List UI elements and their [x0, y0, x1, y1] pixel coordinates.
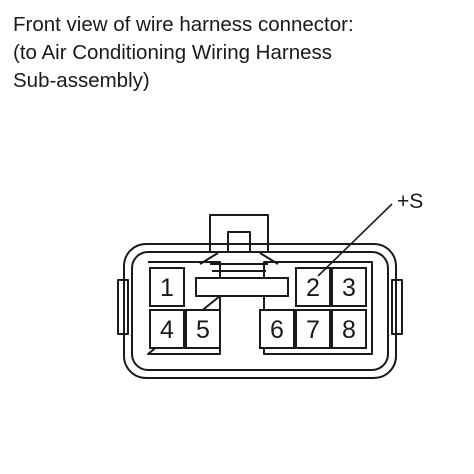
pin-4-cell	[149, 309, 185, 349]
pin-7-label: 7	[306, 316, 320, 344]
pin-4-label: 4	[160, 316, 174, 344]
pin-3-label: 3	[342, 274, 356, 302]
pin-1-cell	[149, 267, 185, 307]
keying-tab	[195, 277, 289, 297]
diagram-caption: Front view of wire harness connector: (t…	[13, 11, 354, 95]
lock-latch-window	[227, 231, 251, 253]
pin-7-cell	[295, 309, 331, 349]
pin-8-cell	[331, 309, 367, 349]
pin-3-cell	[331, 267, 367, 307]
pin-2-label: 2	[306, 274, 320, 302]
callout-leader-line	[317, 203, 393, 277]
caption-line-3: Sub-assembly)	[13, 69, 150, 92]
pin-5-label: 5	[196, 316, 210, 344]
lock-latch-ramp	[199, 252, 279, 272]
connector-inner-face	[131, 251, 389, 371]
pin-6-cell	[259, 309, 295, 349]
pin-6-label: 6	[270, 316, 284, 344]
pin-8-label: 8	[342, 316, 356, 344]
pin-1-label: 1	[160, 274, 174, 302]
pin-5-cell	[185, 309, 221, 349]
connector-outer-housing	[123, 243, 397, 379]
caption-line-2: (to Air Conditioning Wiring Harness	[13, 41, 333, 64]
pin-2-cell	[295, 267, 331, 307]
callout-label-plus-s: +S	[397, 190, 423, 213]
lock-latch	[209, 214, 269, 253]
caption-line-1: Front view of wire harness connector:	[13, 13, 354, 36]
